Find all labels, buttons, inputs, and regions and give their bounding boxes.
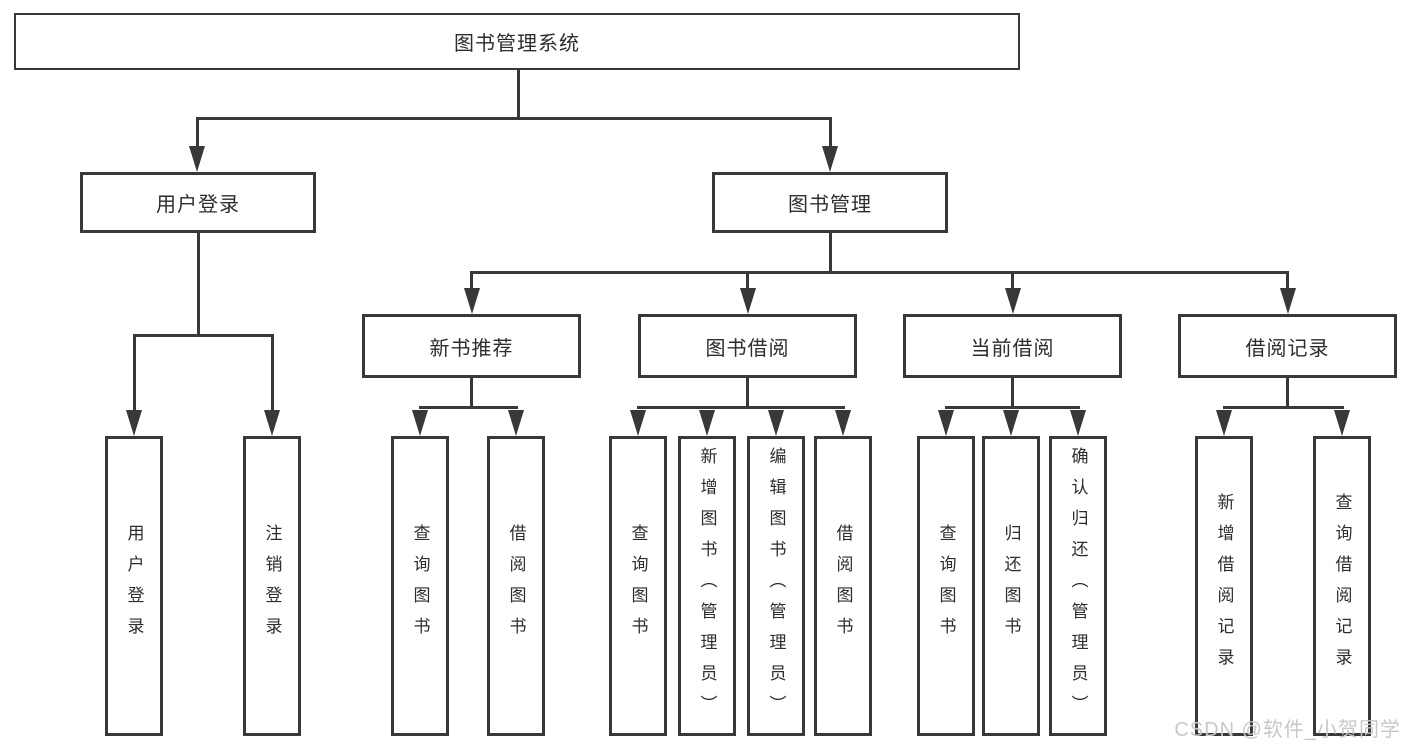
- leaf-label: 查询借阅记录: [1332, 493, 1352, 679]
- connector-line: [132, 333, 274, 337]
- arrowhead-icon: [739, 288, 756, 314]
- leaf-query-borrow-record: 查询借阅记录: [1313, 436, 1371, 736]
- arrowhead-icon: [189, 146, 205, 172]
- arrowhead-icon: [630, 410, 646, 436]
- arrowhead-icon: [1216, 410, 1232, 436]
- node-book-management: 图书管理: [712, 172, 948, 233]
- connector-line: [636, 405, 845, 409]
- leaf-borrow-query-books: 查询图书: [609, 436, 667, 736]
- leaf-label: 确认归还（管理员）: [1068, 446, 1088, 726]
- leaf-recommend-query-books: 查询图书: [391, 436, 449, 736]
- connector-line: [470, 378, 473, 407]
- connector-line: [1011, 272, 1014, 289]
- connector-line: [196, 233, 200, 336]
- node-label: 图书借阅: [705, 337, 790, 360]
- node-label: 新书推荐: [429, 337, 514, 360]
- node-new-book-recommend: 新书推荐: [362, 314, 581, 378]
- arrowhead-icon: [768, 410, 784, 436]
- leaf-current-query-books: 查询图书: [917, 436, 975, 736]
- leaf-label: 查询图书: [410, 524, 430, 648]
- node-user-login: 用户登录: [80, 172, 316, 233]
- leaf-label: 用户登录: [124, 524, 144, 648]
- connector-line: [195, 118, 199, 146]
- connector-line: [1011, 378, 1014, 407]
- arrowhead-icon: [822, 146, 838, 172]
- leaf-label: 注销登录: [262, 524, 282, 648]
- connector-line: [516, 70, 520, 118]
- arrowhead-icon: [1004, 288, 1021, 314]
- leaf-label: 编辑图书（管理员）: [766, 446, 786, 726]
- node-current-borrow: 当前借阅: [903, 314, 1122, 378]
- leaf-add-books-admin: 新增图书（管理员）: [678, 436, 736, 736]
- connector-line: [828, 233, 832, 273]
- connector-line: [944, 405, 1080, 409]
- arrowhead-icon: [938, 410, 954, 436]
- leaf-label: 新增图书（管理员）: [697, 446, 717, 726]
- node-label: 用户登录: [156, 194, 240, 216]
- leaf-edit-books-admin: 编辑图书（管理员）: [747, 436, 805, 736]
- connector-line: [1222, 405, 1344, 409]
- node-book-borrow: 图书借阅: [638, 314, 857, 378]
- connector-line: [470, 270, 1289, 274]
- connector-line: [195, 116, 832, 120]
- node-root-system: 图书管理系统: [14, 13, 1020, 70]
- arrowhead-icon: [835, 410, 851, 436]
- leaf-recommend-borrow-books: 借阅图书: [487, 436, 545, 736]
- arrowhead-icon: [463, 288, 480, 314]
- arrowhead-icon: [1334, 410, 1350, 436]
- connector-line: [828, 118, 832, 146]
- leaf-label: 借阅图书: [833, 524, 853, 648]
- arrowhead-icon: [1003, 410, 1019, 436]
- connector-line: [1286, 378, 1289, 407]
- connector-line: [270, 335, 274, 410]
- node-label: 当前借阅: [970, 337, 1055, 360]
- leaf-label: 查询图书: [628, 524, 648, 648]
- connector-line: [1286, 272, 1289, 289]
- connector-line: [470, 272, 473, 289]
- leaf-borrow-books: 借阅图书: [814, 436, 872, 736]
- connector-line: [132, 335, 136, 410]
- leaf-label: 借阅图书: [506, 524, 526, 648]
- arrowhead-icon: [1279, 288, 1296, 314]
- node-label: 图书管理: [788, 194, 872, 216]
- connector-line: [418, 405, 518, 409]
- csdn-watermark: CSDN @软件_小贺同学: [1174, 719, 1401, 741]
- leaf-return-books: 归还图书: [982, 436, 1040, 736]
- leaf-confirm-return-admin: 确认归还（管理员）: [1049, 436, 1107, 736]
- arrowhead-icon: [1070, 410, 1086, 436]
- leaf-label: 新增借阅记录: [1214, 493, 1234, 679]
- arrowhead-icon: [264, 410, 280, 436]
- leaf-logout: 注销登录: [243, 436, 301, 736]
- connector-line: [746, 272, 749, 289]
- connector-line: [746, 378, 749, 407]
- arrowhead-icon: [508, 410, 524, 436]
- leaf-label: 查询图书: [936, 524, 956, 648]
- arrowhead-icon: [126, 410, 142, 436]
- arrowhead-icon: [699, 410, 715, 436]
- node-borrow-record: 借阅记录: [1178, 314, 1397, 378]
- leaf-add-borrow-record: 新增借阅记录: [1195, 436, 1253, 736]
- node-label: 图书管理系统: [454, 33, 580, 55]
- node-label: 借阅记录: [1245, 337, 1330, 360]
- leaf-label: 归还图书: [1001, 524, 1021, 648]
- arrowhead-icon: [412, 410, 428, 436]
- leaf-user-login: 用户登录: [105, 436, 163, 736]
